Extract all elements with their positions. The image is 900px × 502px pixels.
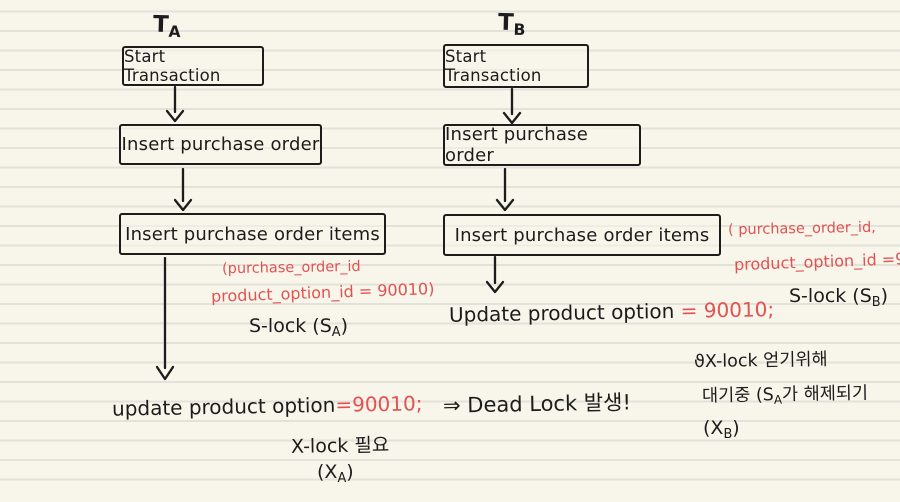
x-lock-wait-note-line2: 대기중 (SA가 해제되기 — [702, 380, 868, 408]
flow-box-a-start-transaction: Start Transaction — [122, 46, 264, 86]
update-statement-b-text: Update product option — [448, 298, 681, 327]
lock-target-note-b-line2: product_option_id =90 — [733, 248, 900, 275]
s-lock-a-sub: A — [331, 324, 341, 340]
update-statement-b: Update product option = 90010; — [449, 297, 775, 327]
x-lock-wait-text: X-lock 얻기위해 — [704, 349, 828, 372]
x-lock-b-sub: B — [723, 426, 733, 442]
transaction-b-title-main: T — [497, 9, 515, 37]
arrow-down-icon — [173, 167, 193, 212]
transaction-b-title-sub: B — [513, 19, 526, 40]
lock-target-note-b-line1: ( purchase_order_id, — [727, 219, 876, 239]
x-lock-needed-note-a: X-lock 필요 — [290, 434, 390, 458]
deadlock-conclusion: ⇒ Dead Lock 발생! — [442, 390, 632, 418]
lock-target-note-a-line1: (purchase_order_id — [221, 258, 361, 278]
flow-box-a-insert-purchase-order-items-label: Insert purchase order items — [125, 223, 380, 245]
transaction-a-title-main: T — [152, 11, 170, 39]
update-statement-a-value: =90010; — [335, 391, 423, 417]
arrow-down-icon — [485, 255, 505, 294]
x-lock-b-post: ) — [732, 417, 740, 439]
update-statement-b-value: = 90010; — [680, 297, 775, 323]
x-lock-a-id: (XA) — [317, 461, 354, 486]
update-statement-a-text: update product option — [111, 392, 336, 421]
flow-box-b-insert-purchase-order-label: Insert purchase order — [445, 124, 588, 166]
flow-box-b-start-transaction: Start Transaction — [443, 44, 589, 88]
transaction-a-title-sub: A — [168, 21, 181, 42]
flow-box-b-insert-purchase-order-items: Insert purchase order items — [443, 214, 721, 256]
transaction-a-title: TA — [153, 12, 182, 41]
x-lock-a-pre: (X — [317, 461, 338, 483]
arrow-down-icon — [165, 85, 185, 123]
x-lock-b-id: (XB) — [703, 417, 740, 442]
flow-box-a-insert-purchase-order-label: Insert purchase order — [121, 134, 320, 155]
x-lock-wait-line2-sub: A — [773, 392, 783, 407]
scribble-mark: ϑ — [693, 351, 706, 373]
flow-box-b-insert-purchase-order: Insert purchase order — [443, 124, 641, 166]
s-lock-b-close: ) — [880, 285, 889, 307]
x-lock-b-pre: (X — [703, 417, 724, 439]
flow-box-b-insert-purchase-order-items-label: Insert purchase order items — [454, 224, 710, 246]
update-statement-a: update product option=90010; — [112, 391, 423, 420]
lock-target-note-a-line2: product_option_id = 90010) — [210, 279, 435, 306]
s-lock-a-note: S-lock (SA) — [249, 315, 348, 340]
flow-box-a-insert-purchase-order-items: Insert purchase order items — [119, 213, 386, 255]
arrow-down-long-icon — [155, 256, 175, 381]
transaction-b-title: TB — [498, 10, 526, 39]
x-lock-a-sub: A — [337, 470, 347, 486]
s-lock-b-text: S-lock (S — [789, 285, 872, 307]
flow-box-a-insert-purchase-order: Insert purchase order — [119, 124, 322, 165]
x-lock-a-post: ) — [346, 461, 354, 483]
arrow-down-icon — [502, 87, 522, 125]
x-lock-wait-line2-post: 가 해제되기 — [781, 383, 869, 406]
x-lock-wait-line2-pre: 대기중 (S — [701, 385, 775, 407]
arrow-down-icon — [495, 167, 515, 212]
s-lock-a-text: S-lock (S — [249, 315, 332, 337]
s-lock-b-sub: B — [871, 294, 881, 310]
s-lock-a-close: ) — [340, 315, 349, 337]
s-lock-b-note: S-lock (SB) — [789, 285, 888, 310]
x-lock-wait-note-line1: ϑX-lock 얻기위해 — [694, 346, 828, 373]
flow-box-a-start-transaction-label: Start Transaction — [124, 47, 221, 85]
flow-box-b-start-transaction-label: Start Transaction — [445, 47, 542, 85]
